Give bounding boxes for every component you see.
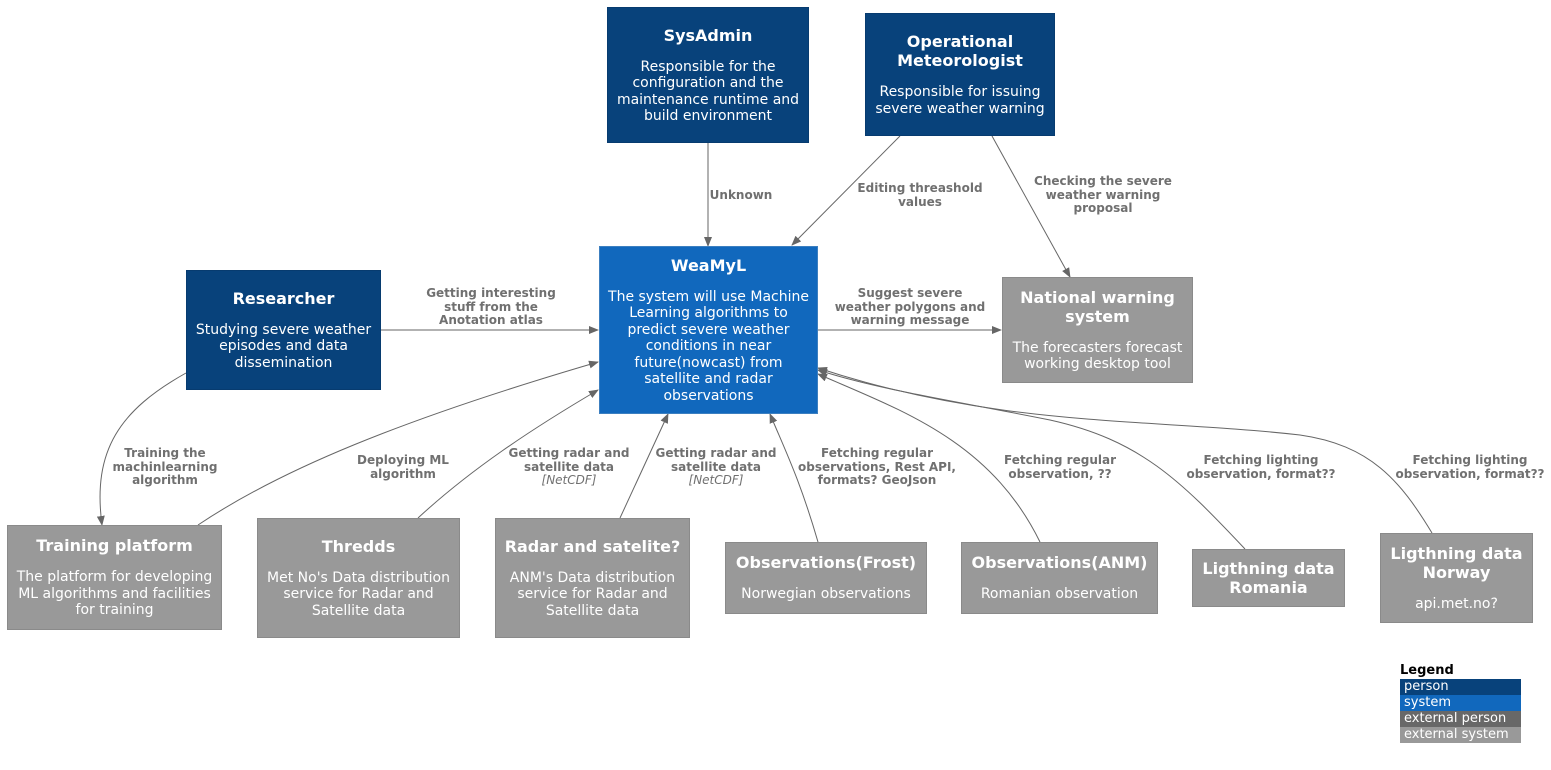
- node-title: Thredds: [321, 536, 396, 556]
- node-description: api.met.no?: [1415, 595, 1498, 612]
- node-description: The platform for developing ML algorithm…: [16, 569, 213, 619]
- edge-label-lig-no: Fetching lighting observation, format??: [1395, 453, 1545, 481]
- node-description: Met No's Data distribution service for R…: [267, 569, 450, 619]
- node-description: Studying severe weather episodes and dat…: [195, 321, 372, 371]
- node-lightning-romania[interactable]: Ligthning data Romania: [1192, 549, 1345, 607]
- edge-label-training-algo: Training the machinlearning algorithm: [112, 446, 218, 487]
- node-sysadmin[interactable]: SysAdmin Responsible for the configurati…: [607, 7, 809, 143]
- legend-item-external-person: external person: [1400, 711, 1521, 727]
- node-title: Radar and satelite?: [504, 536, 681, 556]
- node-description: Norwegian observations: [741, 586, 911, 603]
- edge-label-getting-stuff: Getting interesting stuff from the Anota…: [426, 286, 556, 327]
- edge-radar-anm: [619, 413, 669, 519]
- edge-label-radar-thredds: Getting radar and satellite data [NetCDF…: [508, 446, 630, 487]
- node-thredds[interactable]: Thredds Met No's Data distribution servi…: [257, 518, 460, 638]
- edge-lig-no: [817, 367, 1433, 534]
- node-title: Training platform: [36, 536, 193, 556]
- node-description: Responsible for the configuration and th…: [616, 58, 800, 125]
- node-radar-satelite[interactable]: Radar and satelite? ANM's Data distribut…: [495, 518, 690, 638]
- node-description: Responsible for issuing severe weather w…: [875, 84, 1045, 117]
- node-title: Ligthning data Norway: [1390, 543, 1523, 582]
- edge-label-deploying: Deploying ML algorithm: [357, 453, 449, 481]
- node-title: Researcher: [232, 288, 335, 308]
- edge-label-editing: Editing threashold values: [857, 181, 983, 209]
- edge-label-checking: Checking the severe weather warning prop…: [1034, 174, 1172, 215]
- edge-radar-thredds: [417, 389, 599, 519]
- edge-frost-obs: [769, 413, 819, 543]
- node-description: The forecasters forecast working desktop…: [1012, 339, 1183, 373]
- edge-deploying: [197, 360, 599, 526]
- node-title: SysAdmin: [663, 25, 753, 45]
- edge-label-frost-obs: Fetching regular observations, Rest API,…: [797, 446, 956, 487]
- edge-label-radar-anm: Getting radar and satellite data [NetCDF…: [655, 446, 777, 487]
- node-description: The system will use Machine Learning alg…: [608, 288, 809, 404]
- edge-anm-obs: [817, 373, 1041, 543]
- node-weamyl[interactable]: WeaMyL The system will use Machine Learn…: [599, 246, 818, 414]
- edge-label-unknown: Unknown: [709, 188, 773, 202]
- node-lightning-norway[interactable]: Ligthning data Norway api.met.no?: [1380, 533, 1533, 623]
- node-training-platform[interactable]: Training platform The platform for devel…: [7, 525, 222, 630]
- edge-label-lig-ro: Fetching lighting observation, format??: [1186, 453, 1336, 481]
- edge-label-anm-obs: Fetching regular observation, ??: [1004, 453, 1116, 481]
- node-description: ANM's Data distribution service for Rada…: [509, 569, 676, 619]
- legend-item-system: system: [1400, 695, 1521, 711]
- edge-lig-ro: [817, 368, 1246, 550]
- node-title: Ligthning data Romania: [1202, 559, 1335, 597]
- node-observations-frost[interactable]: Observations(Frost) Norwegian observatio…: [725, 542, 927, 614]
- node-national-warning-system[interactable]: National warning system The forecasters …: [1002, 277, 1193, 383]
- node-title: Observations(Frost): [735, 553, 917, 573]
- legend-item-person: person: [1400, 679, 1521, 695]
- node-researcher[interactable]: Researcher Studying severe weather episo…: [186, 270, 381, 390]
- legend-item-external-system: external system: [1400, 727, 1521, 743]
- node-operational-meteorologist[interactable]: Operational Meteorologist Responsible fo…: [865, 13, 1055, 136]
- edge-checking: [991, 135, 1071, 278]
- node-title: WeaMyL: [670, 255, 747, 275]
- edge-label-suggest: Suggest severe weather polygons and warn…: [834, 286, 986, 327]
- edge-editing: [791, 135, 901, 246]
- node-title: Observations(ANM): [971, 553, 1148, 573]
- node-title: National warning system: [1020, 287, 1175, 326]
- node-observations-anm[interactable]: Observations(ANM) Romanian observation: [961, 542, 1158, 614]
- node-description: Romanian observation: [980, 586, 1139, 603]
- legend: Legend person system external person ext…: [1400, 662, 1521, 743]
- legend-title: Legend: [1400, 663, 1454, 678]
- edge-training-algo: [96, 372, 187, 526]
- node-title: Operational Meteorologist: [897, 32, 1023, 70]
